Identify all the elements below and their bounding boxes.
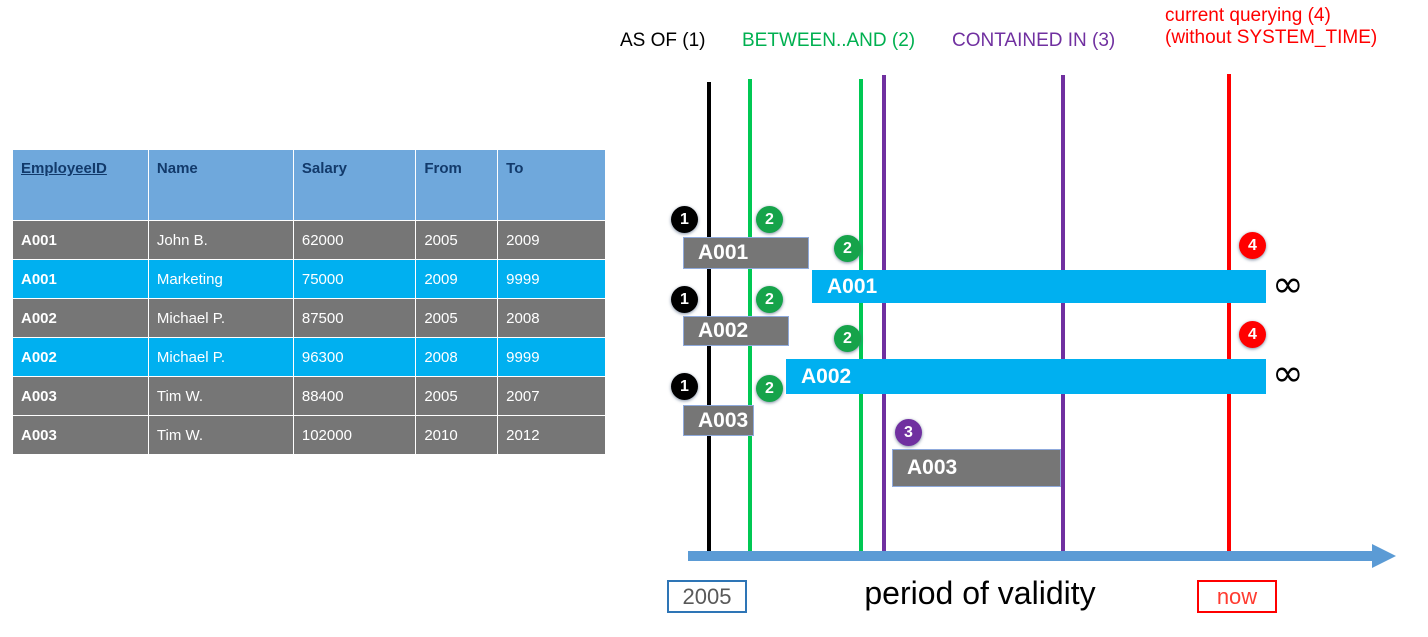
contained-in-start-vertical-line: [882, 75, 886, 560]
cell-from: 2010: [415, 415, 499, 455]
cell-employeeid: A003: [12, 376, 149, 416]
badge-three-a003: 3: [895, 419, 922, 446]
cell-salary: 102000: [292, 415, 417, 455]
legend-current-querying: current querying (4) (without SYSTEM_TIM…: [1165, 5, 1377, 49]
cell-salary: 87500: [292, 298, 417, 338]
timeline-bar-a002-current: A002: [786, 359, 1266, 394]
cell-name: Tim W.: [147, 415, 294, 455]
legend-current-line1: current querying (4): [1165, 5, 1331, 26]
cell-salary: 75000: [292, 259, 417, 299]
table-row: A003 Tim W. 102000 2010 2012: [12, 415, 606, 455]
cell-employeeid: A001: [12, 220, 149, 260]
employee-history-table: EmployeeID Name Salary From To A001 John…: [12, 149, 606, 455]
timeline-bar-a003-second: A003: [892, 449, 1061, 487]
table-row: A002 Michael P. 96300 2008 9999: [12, 337, 606, 377]
legend-current-line2: (without SYSTEM_TIME): [1165, 27, 1378, 48]
badge-four-a001: 4: [1239, 232, 1266, 259]
time-axis-line: [688, 551, 1378, 561]
cell-from: 2005: [415, 298, 499, 338]
timeline-bar-a001-historical: A001: [683, 237, 809, 269]
between-end-vertical-line: [859, 79, 863, 560]
cell-salary: 96300: [292, 337, 417, 377]
badge-two-a002-right: 2: [834, 325, 861, 352]
cell-from: 2008: [415, 337, 499, 377]
timeline-bar-a003-first: A003: [683, 405, 754, 436]
legend-between-and: BETWEEN..AND (2): [742, 30, 916, 51]
cell-to: 9999: [497, 259, 606, 299]
badge-one-a003: 1: [671, 373, 698, 400]
now-vertical-line: [1227, 74, 1231, 560]
badge-one-a001: 1: [671, 206, 698, 233]
badge-four-a002: 4: [1239, 321, 1266, 348]
timeline-bar-a002-historical: A002: [683, 316, 789, 346]
badge-two-a003-left: 2: [756, 375, 783, 402]
table-header-row: EmployeeID Name Salary From To: [12, 149, 606, 221]
time-axis-arrow-icon: [1372, 544, 1396, 568]
legend-contained-in: CONTAINED IN (3): [952, 30, 1116, 51]
table-row: A003 Tim W. 88400 2005 2007: [12, 376, 606, 416]
cell-employeeid: A003: [12, 415, 149, 455]
timeline-bar-a001-current: A001: [812, 270, 1266, 303]
column-header-to: To: [497, 149, 606, 221]
column-header-employeeid: EmployeeID: [12, 149, 149, 221]
cell-employeeid: A001: [12, 259, 149, 299]
badge-one-a002: 1: [671, 286, 698, 313]
cell-from: 2005: [415, 220, 499, 260]
badge-two-a001-left: 2: [756, 206, 783, 233]
badge-two-a001-right: 2: [834, 235, 861, 262]
table-header: EmployeeID Name Salary From To: [12, 149, 606, 221]
cell-to: 2012: [497, 415, 606, 455]
table-row: A001 Marketing 75000 2009 9999: [12, 259, 606, 299]
cell-from: 2009: [415, 259, 499, 299]
axis-title: period of validity: [864, 575, 1096, 611]
table-row: A002 Michael P. 87500 2005 2008: [12, 298, 606, 338]
cell-to: 2008: [497, 298, 606, 338]
contained-in-end-vertical-line: [1061, 75, 1065, 560]
table-body: A001 John B. 62000 2005 2009 A001 Market…: [12, 220, 606, 455]
infinity-symbol-a001: ∞: [1272, 262, 1304, 306]
table-row: A001 John B. 62000 2005 2009: [12, 220, 606, 260]
cell-name: Marketing: [147, 259, 294, 299]
infinity-symbol-a002: ∞: [1272, 351, 1304, 395]
cell-name: Tim W.: [147, 376, 294, 416]
cell-to: 2009: [497, 220, 606, 260]
now-label: now: [1197, 580, 1277, 613]
legend-as-of: AS OF (1): [620, 30, 706, 51]
cell-to: 9999: [497, 337, 606, 377]
cell-name: Michael P.: [147, 337, 294, 377]
cell-salary: 62000: [292, 220, 417, 260]
cell-name: John B.: [147, 220, 294, 260]
badge-two-a002-left: 2: [756, 286, 783, 313]
cell-from: 2005: [415, 376, 499, 416]
start-year-label: 2005: [667, 580, 747, 613]
cell-to: 2007: [497, 376, 606, 416]
cell-employeeid: A002: [12, 337, 149, 377]
